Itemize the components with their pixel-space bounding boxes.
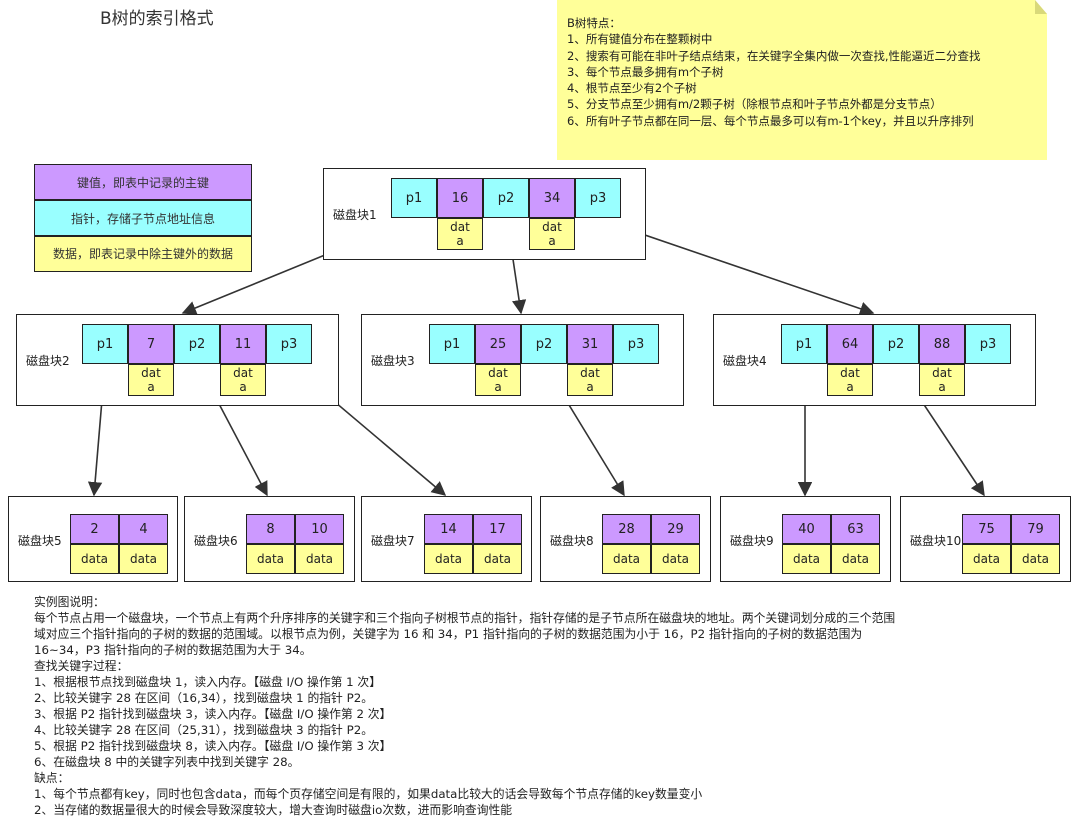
btree-features-note: B树特点： 1、所有键值分布在整颗树中 2、搜索有可能在非叶子结点结束，在关键字… (557, 0, 1047, 160)
data-cell: dat a (475, 364, 521, 396)
disk-block-label: 磁盘块3 (371, 354, 415, 368)
key-cell: 75 (962, 514, 1011, 544)
data-cell: dat a (529, 218, 575, 250)
data-cell: dat a (437, 218, 483, 250)
description-line: 16~34，P3 指针指向的子树的数据范围为大于 34。 (34, 643, 312, 657)
key-cell: 40 (782, 514, 831, 544)
disk-block-label: 磁盘块9 (730, 534, 774, 548)
data-cell: dat a (827, 364, 873, 396)
key-cell: 7 (128, 324, 174, 364)
data-cell: dat a (919, 364, 965, 396)
disk-block-label: 磁盘块1 (333, 208, 377, 222)
key-cell: 28 (602, 514, 651, 544)
data-cell: data (246, 544, 295, 574)
data-cell: dat a (220, 364, 266, 396)
pointer-cell: p1 (781, 324, 827, 364)
description-line: 实例图说明： (34, 595, 105, 609)
disk-block-label: 磁盘块10 (910, 534, 962, 548)
data-cell: data (782, 544, 831, 574)
description-line: 3、根据 P2 指针找到磁盘块 3，读入内存。【磁盘 I/O 操作第 2 次】 (34, 707, 392, 721)
disk-block-label: 磁盘块7 (371, 534, 415, 548)
description-line: 1、根据根节点找到磁盘块 1，读入内存。【磁盘 I/O 操作第 1 次】 (34, 675, 382, 689)
pointer-cell: p1 (82, 324, 128, 364)
key-cell: 31 (567, 324, 613, 364)
disk-block-label: 磁盘块6 (194, 534, 238, 548)
note-line: 5、分支节点至少拥有m/2颗子树（除根节点和叶子节点外都是分支节点） (567, 97, 942, 112)
pointer-cell: p3 (965, 324, 1011, 364)
key-cell: 4 (119, 514, 168, 544)
key-cell: 79 (1011, 514, 1060, 544)
legend-key: 键值，即表中记录的主键 (34, 164, 252, 200)
data-cell: data (119, 544, 168, 574)
data-cell: data (70, 544, 119, 574)
legend-data: 数据，即表记录中除主键外的数据 (34, 236, 252, 272)
legend-pointer: 指针，存储子节点地址信息 (34, 200, 252, 236)
description-line: 2、当存储的数据量很大的时候会导致深度较大，增大查询时磁盘io次数，进而影响查询… (34, 803, 513, 817)
diagram-description: 实例图说明： 每个节点占用一个磁盘块，一个节点上有两个升序排序的关键字和三个指向… (34, 594, 994, 818)
disk-block-label: 磁盘块4 (723, 354, 767, 368)
data-cell: dat a (128, 364, 174, 396)
note-line: 6、所有叶子节点都在同一层、每个节点最多可以有m-1个key，并且以升序排列 (567, 113, 974, 128)
description-line: 域对应三个指针指向的子树的数据的范围域。以根节点为例，关键字为 16 和 34，… (34, 627, 863, 641)
description-line: 缺点： (34, 771, 70, 785)
key-cell: 88 (919, 324, 965, 364)
disk-block-label: 磁盘块5 (18, 534, 62, 548)
key-cell: 63 (831, 514, 880, 544)
data-cell: data (1011, 544, 1060, 574)
page-title: B树的索引格式 (100, 9, 214, 29)
data-cell: dat a (567, 364, 613, 396)
description-line: 5、根据 P2 指针找到磁盘块 8，读入内存。【磁盘 I/O 操作第 3 次】 (34, 739, 392, 753)
key-cell: 34 (529, 178, 575, 218)
key-cell: 25 (475, 324, 521, 364)
pointer-cell: p2 (483, 178, 529, 218)
data-cell: data (473, 544, 522, 574)
data-cell: data (602, 544, 651, 574)
data-cell: data (831, 544, 880, 574)
note-line: 4、根节点至少有2个子树 (567, 81, 697, 96)
pointer-cell: p1 (391, 178, 437, 218)
description-line: 查找关键字过程： (34, 659, 129, 673)
note-line: 3、每个节点最多拥有m个子树 (567, 64, 724, 79)
key-cell: 64 (827, 324, 873, 364)
description-line: 每个节点占用一个磁盘块，一个节点上有两个升序排序的关键字和三个指向子树根节点的指… (34, 611, 896, 625)
pointer-cell: p3 (266, 324, 312, 364)
key-cell: 8 (246, 514, 295, 544)
key-cell: 2 (70, 514, 119, 544)
note-line: 2、搜索有可能在非叶子结点结束，在关键字全集内做一次查找,性能逼近二分查找 (567, 48, 981, 63)
pointer-cell: p3 (613, 324, 659, 364)
note-line: B树特点： (567, 16, 621, 30)
key-cell: 10 (295, 514, 344, 544)
note-line: 1、所有键值分布在整颗树中 (567, 32, 713, 47)
key-cell: 14 (424, 514, 473, 544)
key-cell: 16 (437, 178, 483, 218)
pointer-cell: p3 (575, 178, 621, 218)
pointer-cell: p2 (174, 324, 220, 364)
data-cell: data (962, 544, 1011, 574)
description-line: 1、每个节点都有key，同时也包含data，而每个页存储空间是有限的，如果dat… (34, 787, 703, 801)
key-cell: 17 (473, 514, 522, 544)
data-cell: data (295, 544, 344, 574)
disk-block-label: 磁盘块8 (550, 534, 594, 548)
key-cell: 29 (651, 514, 700, 544)
data-cell: data (651, 544, 700, 574)
description-line: 4、比较关键字 28 在区间（25,31），找到磁盘块 3 的指针 P2。 (34, 723, 373, 737)
key-cell: 11 (220, 324, 266, 364)
data-cell: data (424, 544, 473, 574)
disk-block-label: 磁盘块2 (26, 354, 70, 368)
pointer-cell: p1 (429, 324, 475, 364)
description-line: 6、在磁盘块 8 中的关键字列表中找到关键字 28。 (34, 755, 300, 769)
description-line: 2、比较关键字 28 在区间（16,34），找到磁盘块 1 的指针 P2。 (34, 691, 373, 705)
pointer-cell: p2 (521, 324, 567, 364)
pointer-cell: p2 (873, 324, 919, 364)
